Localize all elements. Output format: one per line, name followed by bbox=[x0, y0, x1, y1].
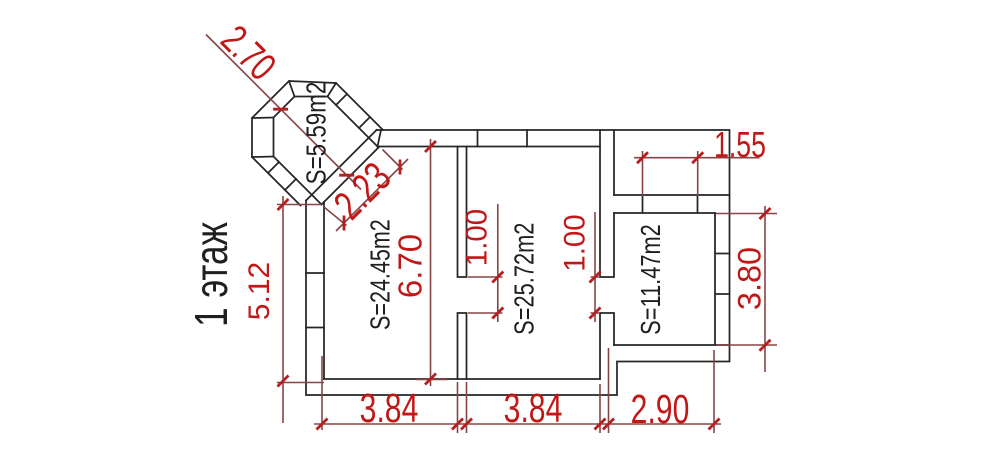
svg-text:1 этаж: 1 этаж bbox=[185, 222, 237, 327]
svg-text:2.90: 2.90 bbox=[631, 385, 690, 432]
svg-text:S=11.47m2: S=11.47m2 bbox=[635, 224, 666, 335]
svg-text:3.84: 3.84 bbox=[360, 384, 419, 431]
svg-text:3.84: 3.84 bbox=[504, 384, 563, 431]
svg-text:1.55: 1.55 bbox=[714, 124, 766, 165]
svg-text:S=5.59m2: S=5.59m2 bbox=[301, 82, 332, 185]
svg-text:1.00: 1.00 bbox=[461, 209, 494, 266]
svg-text:S=25.72m2: S=25.72m2 bbox=[509, 223, 540, 335]
svg-text:3.80: 3.80 bbox=[732, 247, 768, 310]
svg-text:S=24.45m2: S=24.45m2 bbox=[365, 219, 396, 330]
svg-text:6.70: 6.70 bbox=[392, 234, 429, 298]
svg-text:5.12: 5.12 bbox=[243, 262, 276, 320]
svg-text:1.00: 1.00 bbox=[559, 214, 592, 271]
